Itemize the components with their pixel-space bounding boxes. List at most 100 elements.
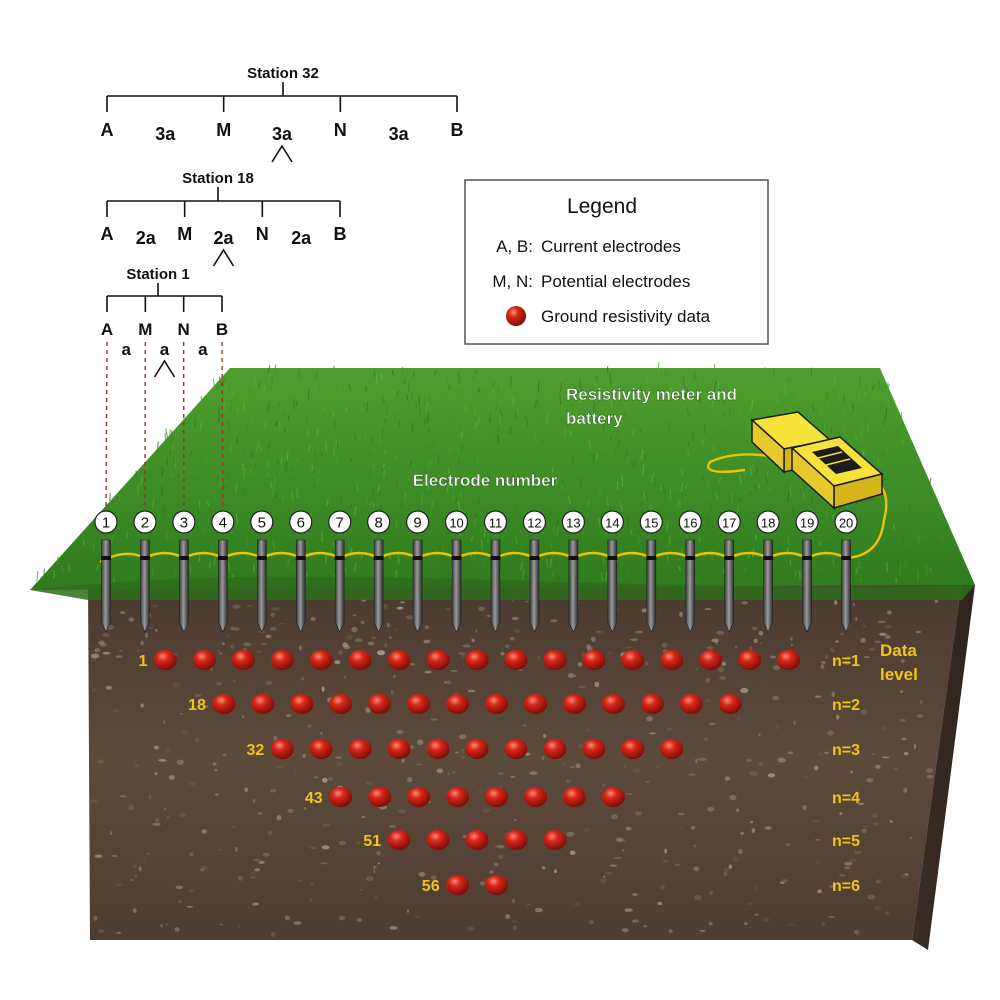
grass-blade <box>601 405 604 412</box>
soil-pebble <box>857 802 865 805</box>
data-point <box>426 739 450 759</box>
soil-pebble <box>829 885 837 888</box>
electrode-clip <box>373 556 384 560</box>
soil-pebble <box>409 663 416 666</box>
soil-pebble <box>741 601 748 605</box>
grass-blade <box>293 400 296 411</box>
grass-blade <box>903 559 906 569</box>
grass-blade <box>742 566 746 572</box>
soil-pebble <box>93 915 98 921</box>
grass-blade <box>629 529 633 536</box>
grass-blade <box>504 527 507 533</box>
soil-pebble <box>262 852 270 857</box>
soil-pebble <box>219 923 224 926</box>
soil-pebble <box>212 762 217 766</box>
soil-pebble <box>389 636 392 639</box>
grass-blade <box>280 457 283 464</box>
soil-pebble <box>812 820 820 823</box>
soil-pebble <box>373 865 377 869</box>
grass-blade <box>409 460 413 467</box>
electrode-rod <box>140 539 150 633</box>
grass-blade <box>451 491 455 500</box>
soil-pebble <box>303 806 307 811</box>
soil-pebble <box>818 752 824 756</box>
soil-pebble <box>396 606 404 610</box>
soil-pebble <box>787 923 796 926</box>
electrode-rod <box>373 539 384 633</box>
grass-blade <box>360 401 363 411</box>
grass-blade <box>868 385 871 391</box>
grass-blade <box>810 494 813 504</box>
soil-pebble <box>163 720 166 725</box>
electrode-rod <box>724 539 735 633</box>
soil-pebble <box>704 737 708 741</box>
grass-blade <box>457 373 461 384</box>
soil-pebble <box>261 642 267 646</box>
grass-blade <box>715 492 719 501</box>
grass-blade <box>318 468 321 475</box>
soil-pebble <box>252 798 256 803</box>
soil-pebble <box>729 794 737 801</box>
soil-pebble <box>150 604 159 608</box>
grass-blade <box>540 539 544 551</box>
resistivity-meter <box>750 411 884 510</box>
electrode: 9 <box>406 510 430 633</box>
grass-blade <box>882 415 886 427</box>
soil-pebble <box>630 638 638 641</box>
soil-pebble <box>846 655 855 659</box>
grass-blade <box>694 573 698 582</box>
grass-blade <box>266 403 269 412</box>
station-spacing-label: 3a <box>272 124 293 144</box>
grass-blade <box>638 534 640 545</box>
electrode-clip <box>802 556 813 560</box>
grass-blade <box>429 441 432 449</box>
soil-pebble <box>543 733 547 738</box>
grass-blade <box>596 453 598 460</box>
grass-blade <box>757 533 761 545</box>
soil-pebble <box>118 650 124 652</box>
grass-blade <box>492 535 495 540</box>
soil-pebble <box>862 625 866 627</box>
soil-pebble <box>189 852 194 857</box>
meter-display-icon <box>812 446 862 474</box>
soil-pebble <box>257 812 263 815</box>
grass-blade <box>636 390 640 396</box>
soil-pebble <box>393 628 397 632</box>
grass-blade <box>819 407 822 415</box>
soil-pebble <box>249 871 257 876</box>
soil-pebble <box>844 866 851 869</box>
grass-blade <box>274 493 277 499</box>
soil-pebble <box>569 766 575 769</box>
soil-pebble <box>130 879 135 881</box>
grass-blade <box>326 499 329 507</box>
grass-blade <box>645 467 648 477</box>
electrode-clip <box>724 556 735 560</box>
data-point <box>368 694 392 714</box>
electrode-number-badge <box>211 510 235 534</box>
grass-blade <box>140 477 143 486</box>
soil-pebble <box>298 645 303 651</box>
grass-blade <box>866 423 869 433</box>
grass-blade <box>437 369 440 377</box>
soil-pebble <box>132 908 137 913</box>
soil-pebble <box>168 775 175 780</box>
grass-blade <box>266 476 269 485</box>
soil-pebble <box>230 644 235 650</box>
station-spacing-label: a <box>121 340 131 359</box>
grass-blade <box>694 376 697 381</box>
soil-pebble <box>770 655 776 659</box>
grass-blade <box>382 398 385 404</box>
grass-blade <box>623 411 627 420</box>
data-point <box>660 739 684 759</box>
soil-pebble <box>373 868 376 874</box>
electrode-rod <box>607 539 618 633</box>
soil-pebble <box>802 805 807 811</box>
soil-pebble <box>271 607 280 611</box>
grass-blade <box>521 569 525 581</box>
grass-blade <box>710 500 713 509</box>
soil-pebble <box>566 831 575 837</box>
grass-blade <box>899 565 902 576</box>
grass-blade <box>944 563 947 573</box>
grass-blade <box>820 406 823 415</box>
soil-pebble <box>352 614 357 617</box>
